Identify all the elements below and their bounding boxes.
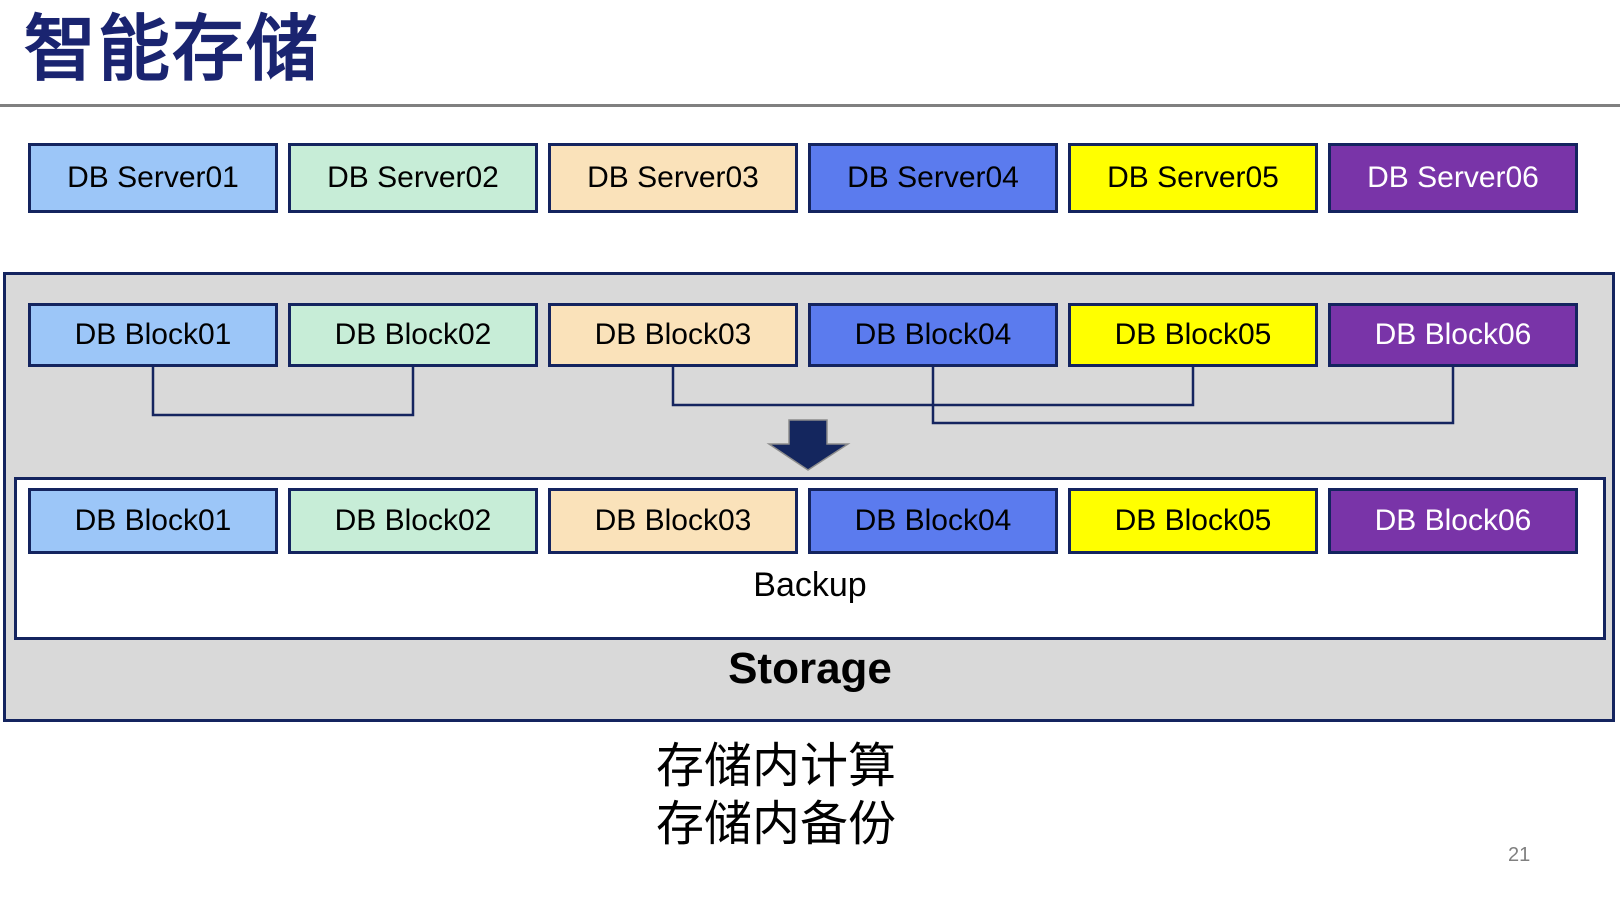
db-server-box: DB Server03 bbox=[548, 143, 798, 213]
db-server-box: DB Server01 bbox=[28, 143, 278, 213]
db-block-box: DB Block05 bbox=[1068, 303, 1318, 367]
storage-label: Storage bbox=[728, 644, 892, 693]
caption: 存储内计算 存储内备份 bbox=[656, 738, 896, 854]
page-number: 21 bbox=[1508, 844, 1531, 866]
db-server-box: DB Server02 bbox=[288, 143, 538, 213]
backup-label: Backup bbox=[753, 566, 867, 604]
page-title: 智能存储 bbox=[24, 10, 321, 90]
db-block-box: DB Block03 bbox=[548, 303, 798, 367]
db-block-box: DB Block06 bbox=[1328, 303, 1578, 367]
db-block-box: DB Block02 bbox=[288, 488, 538, 554]
db-block-box: DB Block04 bbox=[808, 303, 1058, 367]
db-block-box: DB Block02 bbox=[288, 303, 538, 367]
db-block-box: DB Block01 bbox=[28, 488, 278, 554]
db-block-box: DB Block05 bbox=[1068, 488, 1318, 554]
db-block-box: DB Block03 bbox=[548, 488, 798, 554]
db-block-box: DB Block06 bbox=[1328, 488, 1578, 554]
db-server-box: DB Server06 bbox=[1328, 143, 1578, 213]
caption-line-1: 存储内计算 bbox=[656, 740, 897, 793]
db-block-box: DB Block04 bbox=[808, 488, 1058, 554]
db-block-box: DB Block01 bbox=[28, 303, 278, 367]
db-server-box: DB Server05 bbox=[1068, 143, 1318, 213]
title-divider bbox=[0, 104, 1620, 107]
db-server-box: DB Server04 bbox=[808, 143, 1058, 213]
caption-line-2: 存储内备份 bbox=[656, 798, 897, 851]
